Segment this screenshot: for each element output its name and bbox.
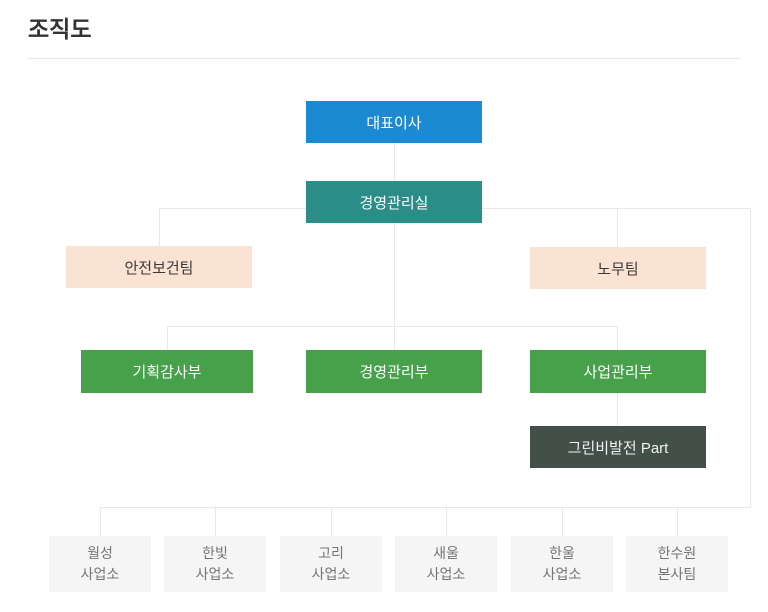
org-node-ceo: 대표이사 — [306, 101, 482, 143]
office-box-kori-line2: 사업소 — [311, 566, 351, 582]
connector-line — [331, 507, 332, 536]
connector-line — [562, 507, 563, 536]
connector-line — [215, 507, 216, 536]
org-node-labor-team: 노무팀 — [530, 247, 706, 289]
office-box-wolseong-line2: 사업소 — [80, 566, 120, 582]
org-node-planning-audit-dept: 기획감사부 — [81, 350, 253, 393]
org-node-management-dept: 경영관리부 — [306, 350, 482, 393]
title-divider — [28, 58, 740, 59]
office-box-wolseong: 월성 사업소 — [49, 536, 151, 592]
connector-line — [677, 507, 678, 536]
connector-line — [617, 208, 618, 247]
connector-line — [159, 208, 160, 246]
page-title: 조직도 — [28, 16, 92, 42]
connector-line — [167, 326, 168, 350]
org-node-labor-team-label: 노무팀 — [597, 260, 639, 278]
office-box-saeul-line1: 새울 — [433, 545, 459, 561]
office-box-hanul-line2: 사업소 — [542, 566, 582, 582]
connector-line — [446, 507, 447, 536]
office-box-kori-line1: 고리 — [318, 545, 344, 561]
connector-line — [750, 208, 751, 508]
office-box-khnp-hq-team: 한수원 본사팀 — [626, 536, 728, 592]
office-box-saeul: 새울 사업소 — [395, 536, 497, 592]
connector-line — [617, 393, 618, 426]
connector-line — [617, 326, 618, 350]
org-node-safety-health-team: 안전보건팀 — [66, 246, 252, 288]
org-node-management-office: 경영관리실 — [306, 181, 482, 223]
org-node-safety-health-team-label: 안전보건팀 — [124, 259, 194, 277]
office-box-wolseong-line1: 월성 — [87, 545, 113, 561]
org-node-greenbee-power-part: 그린비발전 Part — [530, 426, 706, 468]
org-node-management-dept-label: 경영관리부 — [359, 364, 429, 381]
connector-line — [167, 326, 618, 327]
office-box-khnp-hq-team-line2: 본사팀 — [657, 566, 697, 582]
connector-line — [100, 507, 751, 508]
org-node-business-management-dept-label: 사업관리부 — [583, 364, 653, 381]
connector-line — [100, 507, 101, 536]
office-box-khnp-hq-team-line1: 한수원 — [657, 545, 697, 561]
office-box-saeul-line2: 사업소 — [426, 566, 466, 582]
org-node-greenbee-power-part-label: 그린비발전 Part — [567, 439, 669, 457]
connector-line — [394, 326, 395, 350]
office-box-hanul-line1: 한울 — [549, 545, 575, 561]
connector-line — [394, 143, 395, 181]
connector-line — [394, 223, 395, 326]
org-node-planning-audit-dept-label: 기획감사부 — [132, 364, 202, 381]
office-box-kori: 고리 사업소 — [280, 536, 382, 592]
office-box-hanbit-line1: 한빛 — [202, 545, 228, 561]
org-node-management-office-label: 경영관리실 — [359, 194, 429, 212]
org-node-business-management-dept: 사업관리부 — [530, 350, 706, 393]
office-box-hanbit-line2: 사업소 — [195, 566, 235, 582]
office-box-hanbit: 한빛 사업소 — [164, 536, 266, 592]
org-node-ceo-label: 대표이사 — [366, 114, 422, 132]
office-box-hanul: 한울 사업소 — [511, 536, 613, 592]
